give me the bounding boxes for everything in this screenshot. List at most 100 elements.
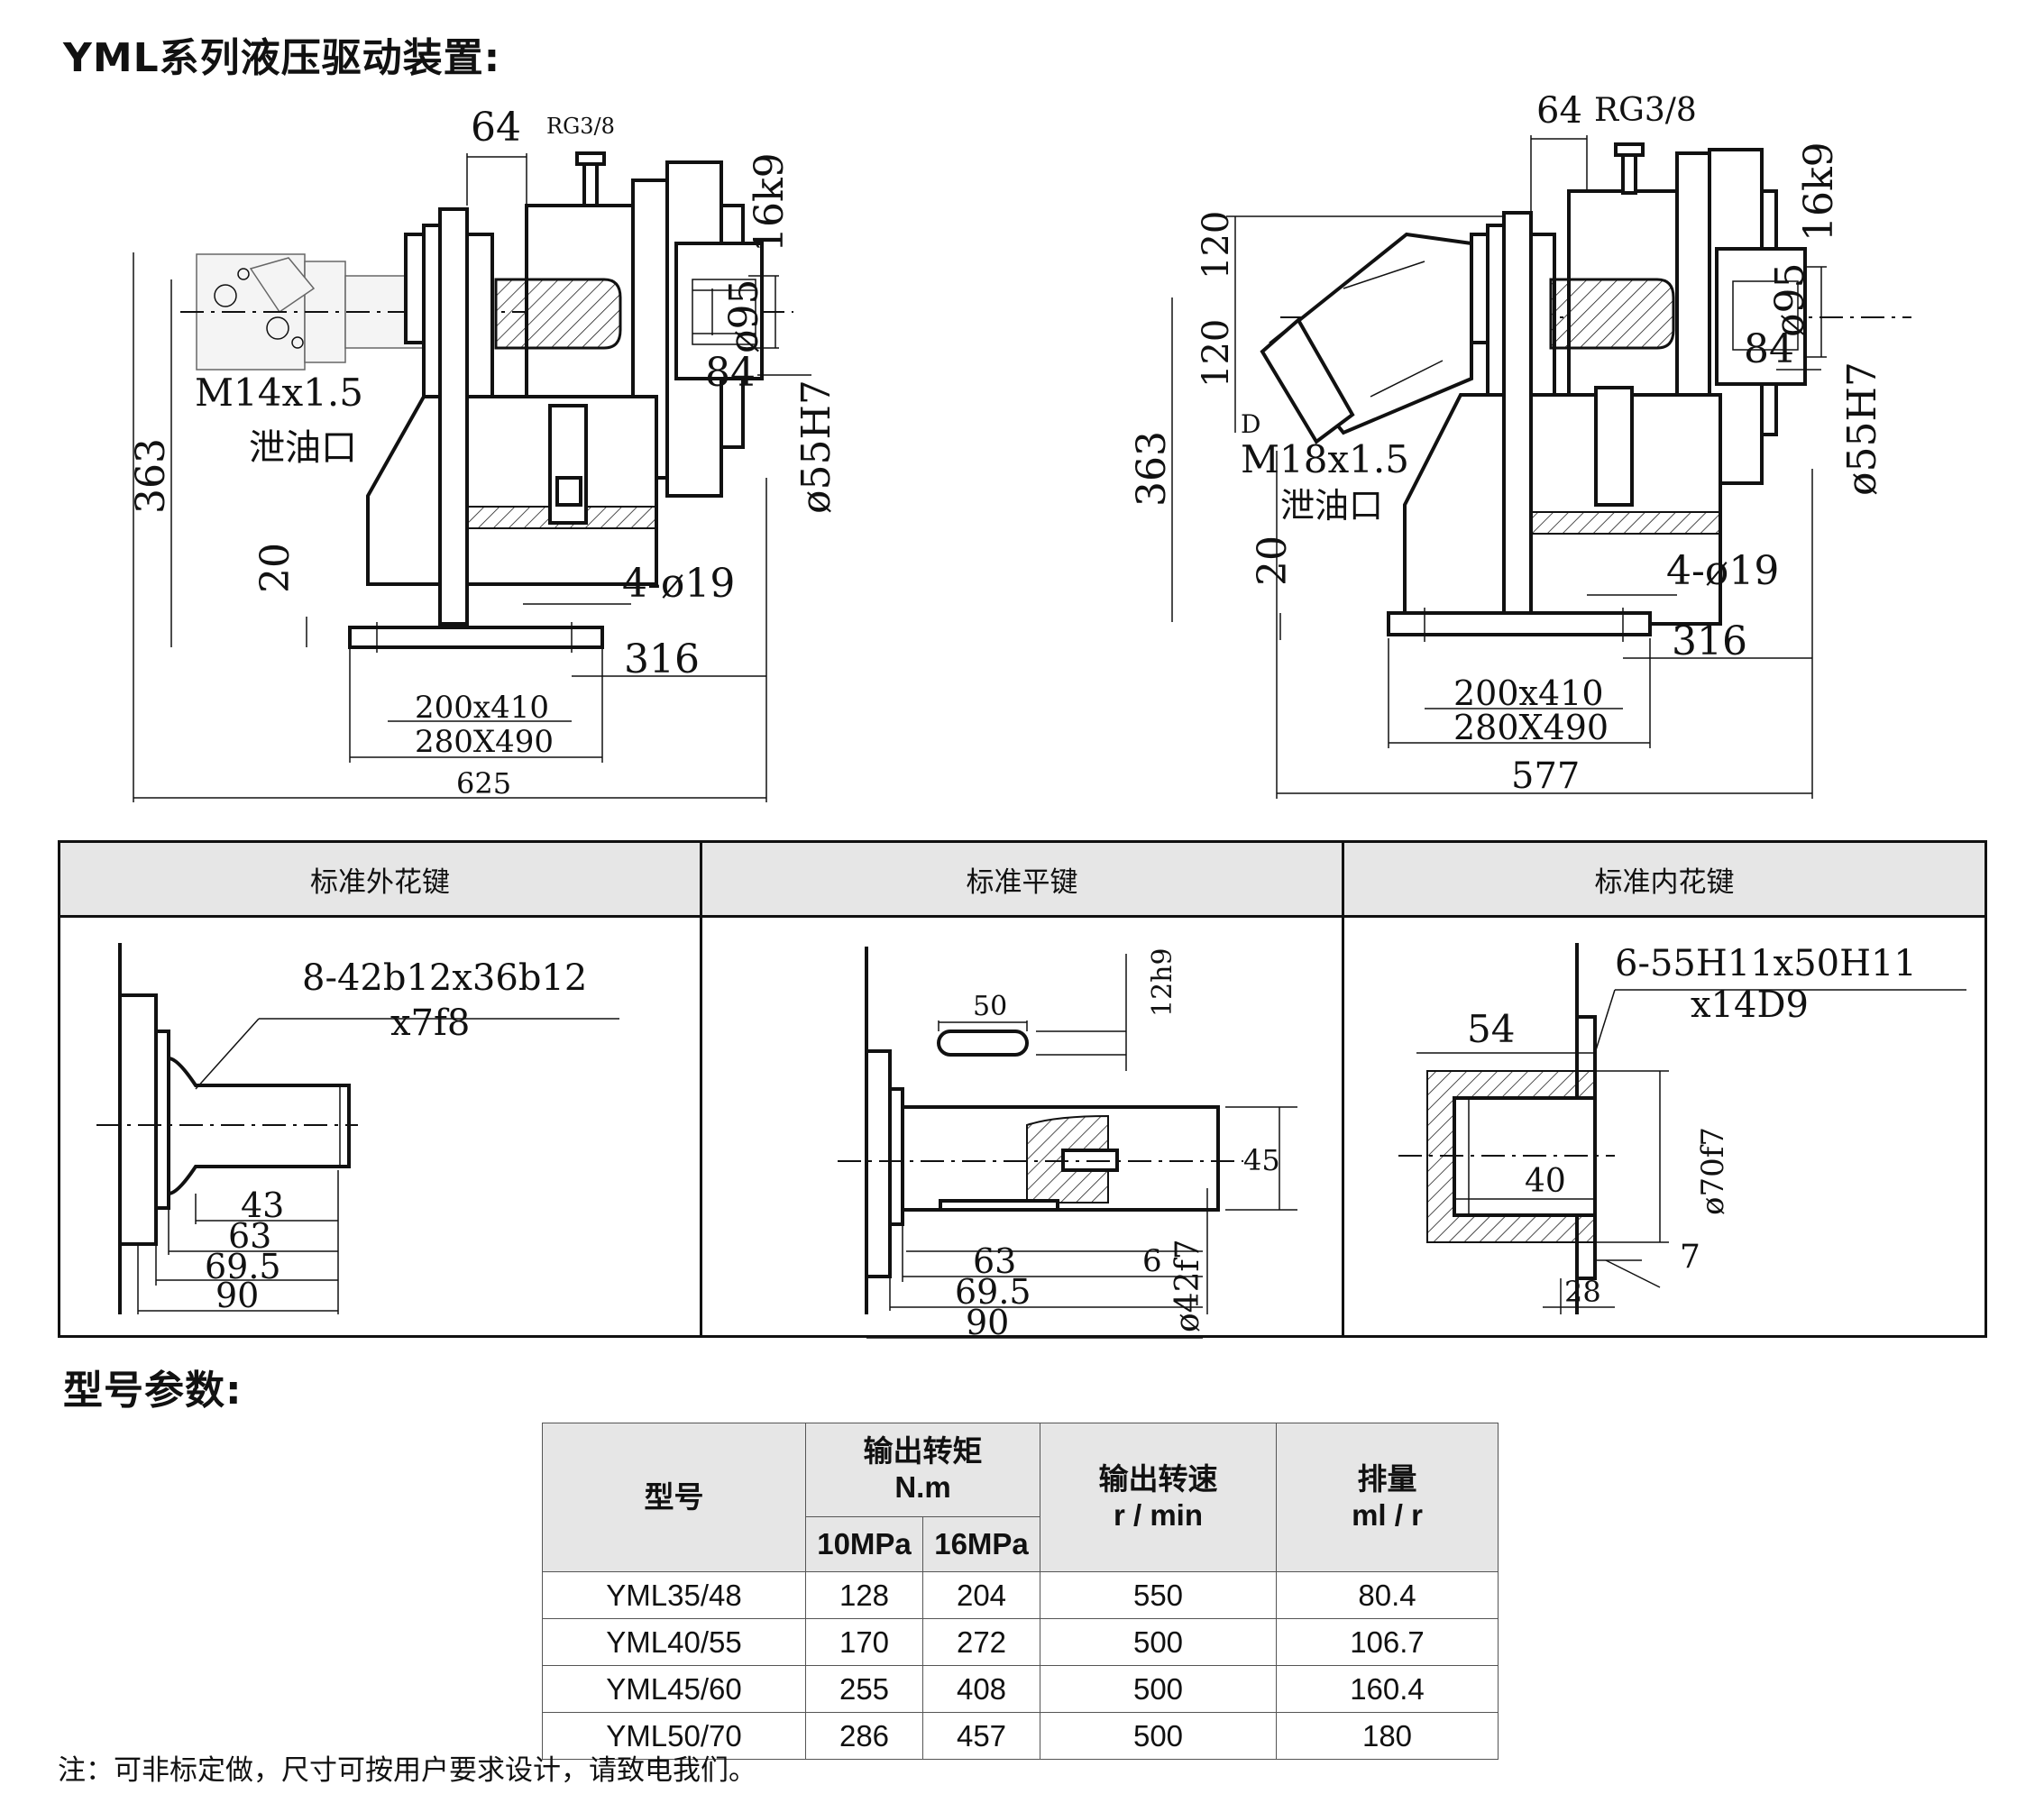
svg-text:20: 20 — [1250, 535, 1296, 586]
table-row: YML50/70 286 457 500 180 — [542, 1712, 1499, 1760]
svg-text:ø42f7: ø42f7 — [1169, 1239, 1206, 1332]
header-torque: 输出转矩 N.m — [805, 1423, 1040, 1517]
header-torque-label: 输出转矩 — [863, 1433, 983, 1469]
cell-t16: 457 — [922, 1712, 1040, 1760]
svg-text:69.5: 69.5 — [205, 1247, 281, 1286]
svg-text:120: 120 — [1196, 319, 1237, 388]
svg-text:x7f8: x7f8 — [390, 1002, 470, 1044]
cell-disp: 80.4 — [1276, 1571, 1499, 1619]
svg-text:90: 90 — [215, 1276, 259, 1315]
svg-text:69.5: 69.5 — [955, 1272, 1031, 1312]
svg-text:120: 120 — [1196, 211, 1237, 279]
header-disp-label: 排量 — [1357, 1461, 1417, 1496]
svg-text:x14D9: x14D9 — [1691, 984, 1809, 1026]
table-row: YML45/60 255 408 500 160.4 — [542, 1665, 1499, 1713]
svg-text:363: 363 — [128, 438, 174, 514]
cell-model: YML45/60 — [542, 1665, 806, 1713]
svg-text:316: 316 — [624, 636, 700, 682]
svg-text:90: 90 — [966, 1303, 1009, 1342]
header-model: 型号 — [542, 1423, 806, 1572]
svg-text:84: 84 — [1744, 326, 1794, 372]
vent-plug — [582, 162, 599, 207]
cell-t10: 128 — [805, 1571, 923, 1619]
cell-speed: 500 — [1040, 1665, 1277, 1713]
angled-motor — [1260, 232, 1473, 444]
svg-text:RG3/8: RG3/8 — [546, 114, 615, 139]
key-col-outer-spline: 标准外花键 8-42b12x36b12 x7f8 43 63 69.5 90 — [60, 843, 702, 1335]
svg-text:ø95: ø95 — [721, 279, 767, 353]
key-col-inner-spline: 标准内花键 6-55H11x50H11 x14D9 — [1344, 843, 1984, 1335]
svg-text:45: 45 — [1243, 1143, 1280, 1177]
cell-t10: 255 — [805, 1665, 923, 1713]
svg-text:625: 625 — [456, 766, 511, 801]
key-header-outer-spline: 标准外花键 — [60, 843, 700, 918]
svg-text:280X490: 280X490 — [415, 724, 554, 760]
header-speed-unit: r / min — [1113, 1498, 1204, 1532]
svg-text:200x410: 200x410 — [1453, 673, 1604, 713]
svg-text:ø95: ø95 — [1767, 263, 1813, 337]
svg-text:64: 64 — [471, 105, 521, 151]
svg-text:7: 7 — [1680, 1239, 1700, 1276]
svg-text:4-ø19: 4-ø19 — [622, 561, 735, 607]
svg-text:20: 20 — [252, 543, 298, 593]
header-16mpa: 16MPa — [922, 1515, 1040, 1573]
param-table: 型号 输出转矩 N.m 输出转速 r / min 排量 ml / r 10MPa… — [542, 1423, 1499, 1760]
svg-text:ø70f7: ø70f7 — [1695, 1127, 1731, 1215]
header-10mpa: 10MPa — [805, 1515, 923, 1573]
key-col-flat-key: 标准平键 — [702, 843, 1344, 1342]
svg-text:6-55H11x50H11: 6-55H11x50H11 — [1615, 943, 1917, 984]
cell-disp: 160.4 — [1276, 1665, 1499, 1713]
drawing-left: 64 RG3/8 16k9 ø95 84 M14x1.5 泄油口 363 ø55… — [128, 105, 839, 802]
svg-text:200x410: 200x410 — [415, 690, 549, 726]
shaft-key-table: 标准外花键 8-42b12x36b12 x7f8 43 63 69.5 90 — [58, 840, 1987, 1342]
table-row: YML40/55 170 272 500 106.7 — [542, 1618, 1499, 1666]
svg-text:363: 363 — [1129, 431, 1175, 507]
header-speed: 输出转速 r / min — [1040, 1423, 1277, 1572]
footnote: 注：可非标定做，尺寸可按用户要求设计，请致电我们。 — [58, 1754, 756, 1787]
svg-text:40: 40 — [1525, 1163, 1566, 1200]
svg-text:6: 6 — [1142, 1243, 1162, 1279]
cell-speed: 500 — [1040, 1618, 1277, 1666]
svg-text:16k9: 16k9 — [1796, 142, 1842, 242]
key-header-flat-key: 标准平键 — [702, 843, 1342, 918]
svg-text:50: 50 — [973, 991, 1007, 1022]
header-speed-label: 输出转速 — [1098, 1461, 1218, 1496]
cell-disp: 106.7 — [1276, 1618, 1499, 1666]
svg-text:M18x1.5: M18x1.5 — [1241, 437, 1409, 481]
cell-t10: 170 — [805, 1618, 923, 1666]
svg-text:63: 63 — [973, 1241, 1016, 1281]
cell-speed: 550 — [1040, 1571, 1277, 1619]
svg-text:泄油口: 泄油口 — [1280, 486, 1383, 526]
svg-text:577: 577 — [1511, 755, 1580, 797]
outer-spline-drawing: 8-42b12x36b12 x7f8 43 63 69.5 90 — [96, 943, 619, 1315]
flange-plate — [438, 207, 469, 626]
cell-speed: 500 — [1040, 1712, 1277, 1760]
flat-key-drawing: 50 12h9 45 63 6 69.5 ø42f7 90 — [838, 947, 1297, 1342]
cell-model: YML50/70 — [542, 1712, 806, 1760]
cell-t16: 408 — [922, 1665, 1040, 1713]
pedestal — [366, 395, 442, 586]
table-row: YML35/48 128 204 550 80.4 — [542, 1571, 1499, 1619]
svg-text:84: 84 — [705, 350, 756, 396]
header-disp-unit: ml / r — [1352, 1498, 1423, 1532]
cell-t16: 204 — [922, 1571, 1040, 1619]
cell-t16: 272 — [922, 1618, 1040, 1666]
header-displacement: 排量 ml / r — [1276, 1423, 1499, 1572]
inner-spline-drawing: 6-55H11x50H11 x14D9 54 40 ø70f7 7 28 — [1398, 943, 1966, 1314]
base-plate — [348, 626, 604, 649]
svg-text:4-ø19: 4-ø19 — [1666, 548, 1779, 594]
svg-text:ø55H7: ø55H7 — [1839, 362, 1885, 496]
svg-text:54: 54 — [1467, 1007, 1515, 1051]
cell-disp: 180 — [1276, 1712, 1499, 1760]
drawing-right: 64 RG3/8 16k9 120 120 ø95 84 D M18x1.5 泄… — [1129, 90, 1911, 799]
svg-text:280X490: 280X490 — [1453, 708, 1609, 747]
svg-text:64: 64 — [1536, 90, 1582, 132]
svg-text:63: 63 — [228, 1216, 271, 1256]
svg-text:28: 28 — [1564, 1275, 1601, 1309]
page-title: YML系列液压驱动装置: — [63, 35, 501, 81]
svg-text:ø55H7: ø55H7 — [793, 380, 839, 514]
params-title: 型号参数: — [63, 1368, 243, 1414]
svg-text:8-42b12x36b12: 8-42b12x36b12 — [302, 957, 587, 999]
svg-text:M14x1.5: M14x1.5 — [195, 371, 363, 415]
svg-text:12h9: 12h9 — [1147, 947, 1178, 1017]
